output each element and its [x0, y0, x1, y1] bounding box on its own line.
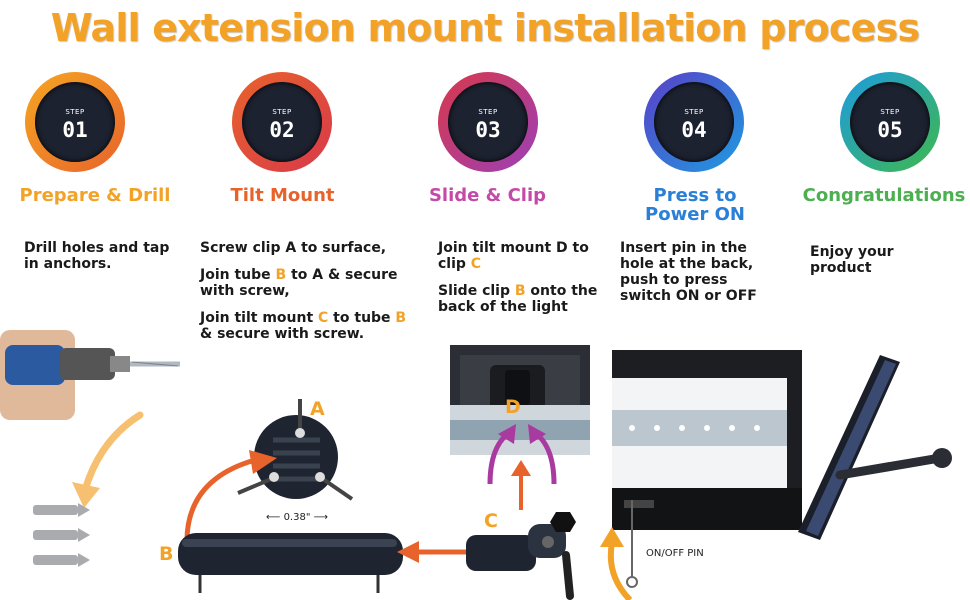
step-1-text: Drill holes and tap in anchors. [24, 240, 170, 272]
page-title: Wall extension mount installation proces… [50, 6, 920, 50]
step-number: 04 [681, 118, 707, 142]
arrow-pin [600, 527, 633, 600]
step-label: STEP [478, 108, 498, 116]
step-title-3: Slide & Clip [428, 185, 547, 206]
step-badge-3: STEP 03 [438, 72, 538, 172]
step-badge-1: STEP 01 [25, 72, 125, 172]
label-b: B [159, 543, 174, 565]
step-3-text-1: Join tilt mount D to clip C [438, 240, 589, 272]
step-3-text-2: Slide clip B onto the back of the light [438, 283, 598, 315]
step-label: STEP [65, 108, 85, 116]
drill-icon [0, 330, 180, 420]
step-number: 03 [475, 118, 501, 142]
arrow-to-tube [397, 541, 467, 563]
step-2-text-3: Join tilt mount C to tube B & secure wit… [200, 310, 407, 342]
step-number: 01 [62, 118, 88, 142]
step-label: STEP [272, 108, 292, 116]
step-2-description: Screw clip A to surface, Join tube B to … [200, 240, 422, 353]
step-2-text-1: Screw clip A to surface, [200, 240, 387, 256]
step-label: STEP [880, 108, 900, 116]
step-3-description: Join tilt mount D to clip C Slide clip B… [438, 240, 610, 326]
step-badge-4: STEP 04 [644, 72, 744, 172]
step-5-description: Enjoy your product [810, 244, 920, 287]
tube-icon [178, 533, 403, 593]
step-title-4: Press to Power ON [610, 186, 780, 224]
step-title-4-line2: Power ON [645, 204, 745, 225]
dimension-value: 0.38" [283, 512, 311, 523]
purple-arrows [487, 424, 557, 485]
step-4-text: Insert pin in the hole at the back, push… [620, 240, 757, 304]
step-badge-5: STEP 05 [840, 72, 940, 172]
orange-arrow [72, 411, 144, 508]
anchor-icon [33, 503, 90, 567]
solar-light-icon [798, 355, 952, 540]
pin-line [626, 500, 638, 588]
clip-icon [237, 399, 354, 501]
label-d: D [505, 396, 521, 418]
step-5-text: Enjoy your product [810, 244, 894, 276]
step-badge-2: STEP 02 [232, 72, 332, 172]
step-title-5: Congratulations [802, 185, 966, 206]
step-2-text-2: Join tube B to A & secure with screw, [200, 267, 398, 299]
step-number: 02 [269, 118, 295, 142]
tilt-mount-icon [466, 512, 576, 600]
arrow-to-clip [184, 450, 277, 548]
step-title-4-line1: Press to [653, 185, 737, 206]
step-title-2: Tilt Mount [230, 185, 335, 206]
label-a: A [310, 398, 325, 420]
step-title-1: Prepare & Drill [19, 185, 171, 206]
pin-label: ON/OFF PIN [646, 548, 704, 559]
label-c: C [484, 510, 498, 532]
light-photo [612, 350, 802, 530]
step-number: 05 [877, 118, 903, 142]
step-label: STEP [684, 108, 704, 116]
clip-back-photo [450, 345, 590, 455]
step-1-description: Drill holes and tap in anchors. [24, 240, 174, 283]
arrow-up [511, 460, 531, 510]
step-4-description: Insert pin in the hole at the back, push… [620, 240, 780, 315]
dimension-label: ⟵ 0.38" ⟶ [266, 512, 328, 523]
